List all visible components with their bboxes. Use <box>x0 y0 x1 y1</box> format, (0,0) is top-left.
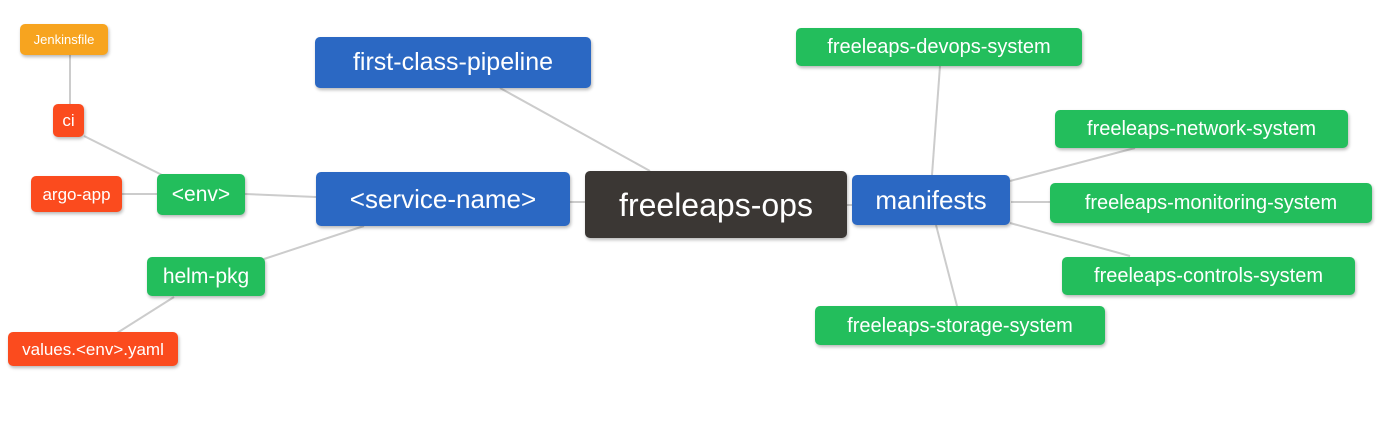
edge-manifests-to-freeleaps-storage-system <box>935 224 958 307</box>
edge-helm-pkg-to-service-name <box>263 225 365 260</box>
node-helm-pkg[interactable]: helm-pkg <box>147 257 265 296</box>
node-first-class-pipeline[interactable]: first-class-pipeline <box>315 37 591 88</box>
edge-ci-to-env <box>83 135 167 178</box>
node-service-name[interactable]: <service-name> <box>316 172 570 226</box>
node-freeleaps-ops[interactable]: freeleaps-ops <box>585 171 847 238</box>
edge-values-env-yaml-to-helm-pkg <box>116 296 175 334</box>
node-freeleaps-network-system[interactable]: freeleaps-network-system <box>1055 110 1348 148</box>
node-freeleaps-devops-system[interactable]: freeleaps-devops-system <box>796 28 1082 66</box>
node-jenkinsfile[interactable]: Jenkinsfile <box>20 24 108 55</box>
node-manifests[interactable]: manifests <box>852 175 1010 225</box>
edge-first-class-pipeline-to-freeleaps-ops <box>499 87 651 172</box>
edge-env-to-service-name <box>244 193 317 198</box>
edge-manifests-to-freeleaps-controls-system <box>1009 222 1131 257</box>
node-ci[interactable]: ci <box>53 104 84 137</box>
node-freeleaps-controls-system[interactable]: freeleaps-controls-system <box>1062 257 1355 295</box>
edge-manifests-to-freeleaps-network-system <box>1009 147 1136 182</box>
node-argo-app[interactable]: argo-app <box>31 176 122 212</box>
node-env[interactable]: <env> <box>157 174 245 215</box>
node-values-env-yaml[interactable]: values.<env>.yaml <box>8 332 178 366</box>
node-freeleaps-storage-system[interactable]: freeleaps-storage-system <box>815 306 1105 345</box>
edge-freeleaps-devops-system-to-manifests <box>931 65 941 176</box>
node-freeleaps-monitoring-system[interactable]: freeleaps-monitoring-system <box>1050 183 1372 223</box>
